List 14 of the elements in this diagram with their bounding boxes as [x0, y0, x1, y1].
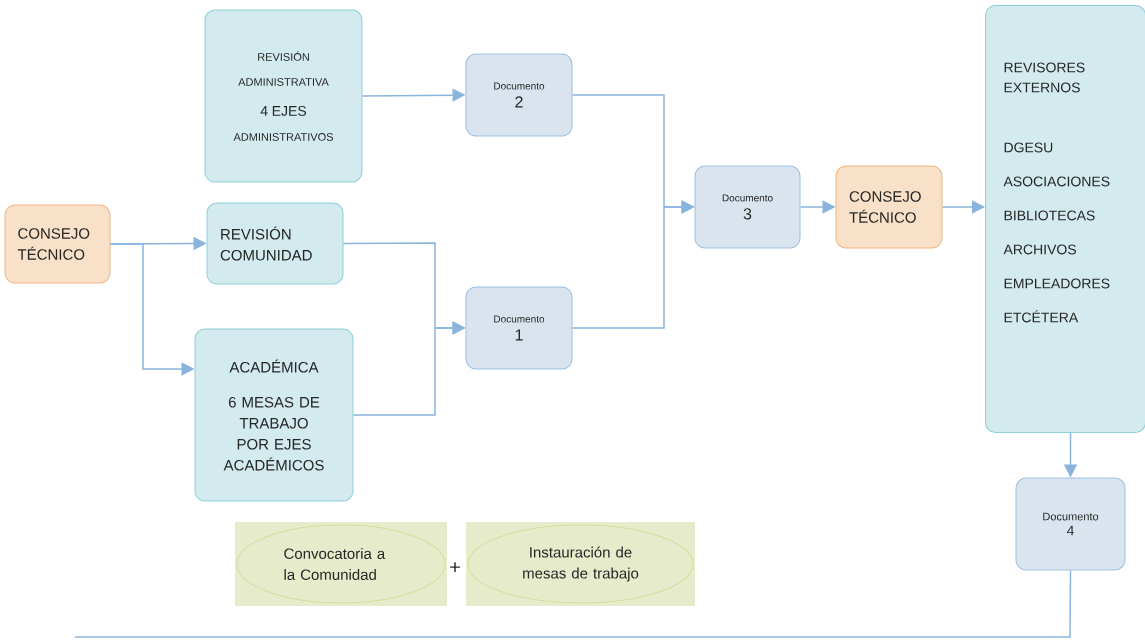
ellipse-box: Convocatoria a la Comunidad [235, 522, 447, 606]
review-box: REVISIÓN ADMINISTRATIVA 4 EJES ADMINISTRATIVOS [204, 9, 363, 183]
document-box: Documento 3 [694, 165, 801, 249]
review-box: REVISIÓN COMUNIDAD [206, 202, 344, 285]
arrow [941, 200, 985, 214]
academic-box: ACADÉMICA 6 MESAS DE TRABAJO POR EJES ACADÉMICOS [194, 328, 354, 502]
document-box: Documento 2 [465, 53, 573, 137]
council-box: CONSEJO TÉCNICO [4, 204, 111, 284]
ellipse-box: Instauración de mesas de trabajo [466, 522, 695, 606]
document-box: Documento 4 [1015, 477, 1126, 571]
reviewers-box: REVISORES EXTERNOS DGESU ASOCIACIONES BIBLIOTECAS ARCHIVOS EMPLEADORES ETCÉTERA [985, 5, 1145, 433]
plus-sign: + [450, 562, 460, 572]
council-box: CONSEJO TÉCNICO [835, 165, 943, 249]
document-box: Documento 1 [465, 286, 573, 370]
